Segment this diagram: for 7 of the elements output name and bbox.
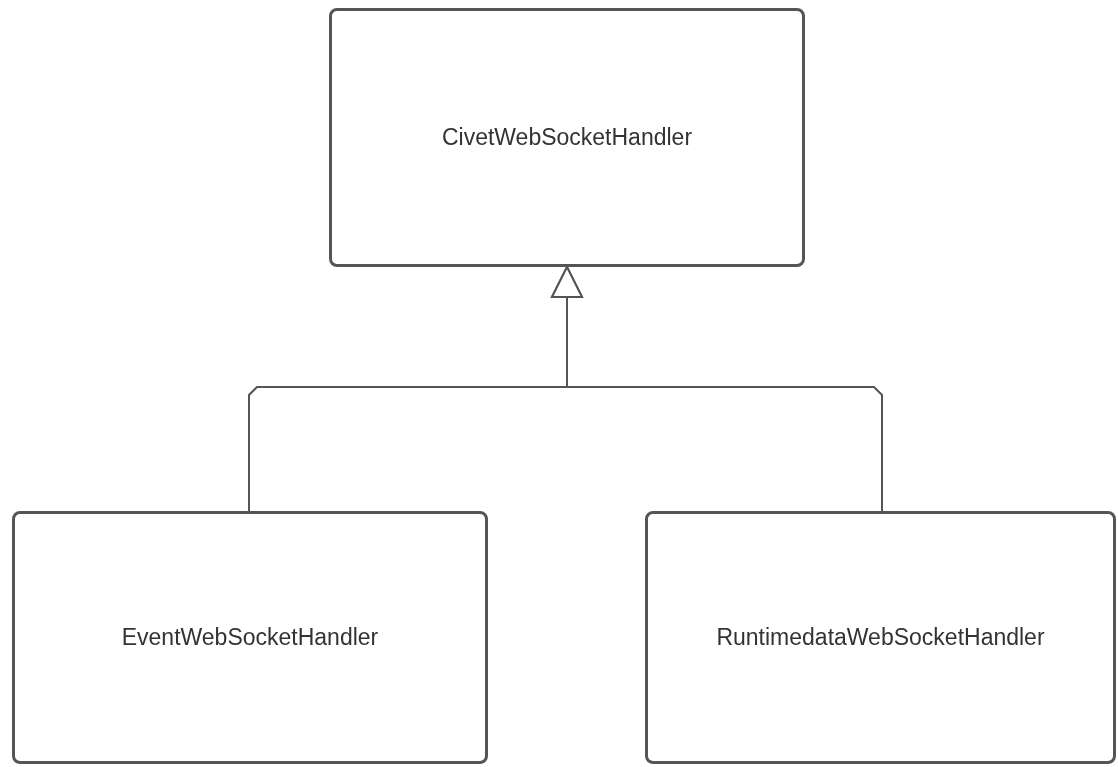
class-name: EventWebSocketHandler — [121, 624, 379, 651]
class-name: RuntimedataWebSocketHandler — [716, 624, 1045, 651]
inheritance-arrow — [551, 266, 883, 512]
class-box — [329, 8, 805, 267]
class-box — [645, 511, 1116, 764]
class-box — [12, 511, 488, 764]
class-name: CivetWebSocketHandler — [441, 124, 693, 151]
